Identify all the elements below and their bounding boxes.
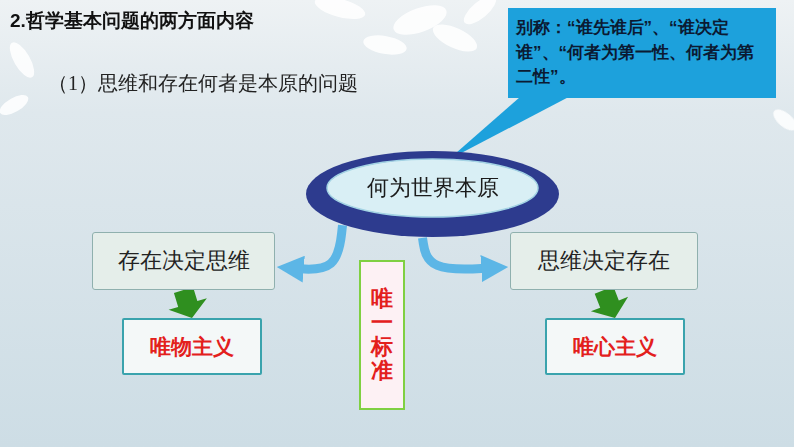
node-text: 唯物主义 <box>150 333 234 361</box>
petal <box>313 0 368 23</box>
view-box: 存在决定思维 <box>92 232 275 290</box>
petal <box>0 91 31 119</box>
slide-title: 2.哲学基本问题的两方面内容 <box>10 8 254 34</box>
node-text: 存在决定思维 <box>118 246 250 276</box>
curved-arrow <box>423 238 493 269</box>
node-text: 唯心主义 <box>573 333 657 361</box>
view-box: 思维决定存在 <box>510 232 698 290</box>
flower-decoration <box>0 0 794 134</box>
petal <box>429 19 481 57</box>
result-box: 唯心主义 <box>545 318 685 375</box>
criterion-box: 唯一标准 <box>359 260 405 410</box>
down-arrow <box>169 287 207 318</box>
petal <box>460 0 501 29</box>
result-box: 唯物主义 <box>122 318 262 375</box>
petal <box>362 32 408 57</box>
callout-box: 别称：“谁先谁后”、“谁决定谁”、“何者为第一性、何者为第二性”。 <box>508 8 776 98</box>
callout-heading: 别称： <box>516 18 567 37</box>
node-text: 思维决定存在 <box>538 246 670 276</box>
petal <box>770 106 794 135</box>
down-arrow <box>591 286 628 318</box>
node-text: 何为世界本原 <box>367 173 499 203</box>
node-text: 唯一标准 <box>371 287 393 384</box>
curved-arrow <box>293 225 343 269</box>
callout-tail <box>448 90 582 160</box>
ellipse-outer <box>306 151 559 237</box>
ellipse-inner <box>327 159 538 217</box>
center-ellipse: 何为世界本原 <box>305 150 560 238</box>
subtitle-label: （1）思维和存在何者是本原的问题 <box>48 70 358 97</box>
petal <box>5 39 39 82</box>
